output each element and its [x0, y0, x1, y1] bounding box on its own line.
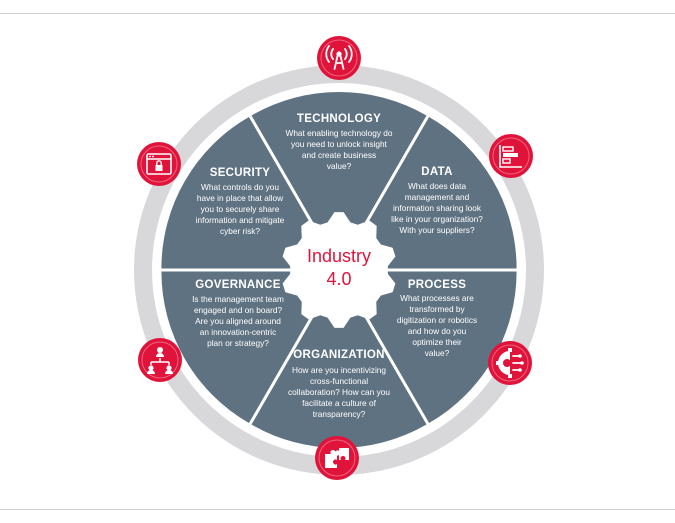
segment-text-line: and create business	[302, 150, 376, 160]
segment-text-line: optimize their	[412, 337, 462, 347]
segment-text-line: Are you aligned around	[195, 316, 281, 326]
segment-text-line: What enabling technology do	[285, 128, 392, 138]
segment-text-line: cross-functional	[310, 376, 368, 386]
segment-text-line: you to securely share	[201, 204, 280, 214]
segment-organization: ORGANIZATION How are you incentivizing c…	[288, 349, 390, 419]
segment-wedge-organization	[251, 273, 427, 448]
segment-text-line: engaged and on board?	[194, 305, 283, 315]
segment-text-line: What controls do you	[201, 182, 279, 192]
segment-text-line: transparency?	[313, 409, 366, 419]
org-chart-icon	[138, 338, 182, 382]
bottom-divider	[0, 509, 675, 510]
segment-wedge-technology	[251, 91, 427, 267]
segment-text-line: value?	[327, 161, 352, 171]
robotic-gear-icon	[488, 341, 532, 385]
segment-text-line: value?	[425, 348, 450, 358]
segment-text-line: plan or strategy?	[207, 338, 269, 348]
center-title-line2: 4.0	[326, 269, 351, 289]
segment-text-line: What does data	[408, 181, 467, 191]
segment-title: ORGANIZATION	[293, 349, 385, 361]
segment-text-line: What processes are	[400, 293, 474, 303]
segment-governance: GOVERNANCE Is the management team engage…	[192, 279, 284, 348]
segment-text-line: have in place that allow	[197, 193, 284, 203]
segment-title: SECURITY	[210, 167, 271, 179]
segment-text-line: facilitate a culture of	[302, 398, 376, 408]
segment-wedge-governance	[161, 271, 337, 424]
segment-text-line: transformed by	[409, 304, 465, 314]
segment-process: PROCESS What processes are transformed b…	[397, 279, 477, 358]
segment-technology: TECHNOLOGY What enabling technology do y…	[285, 113, 392, 171]
segment-text-line: How are you incentivizing	[292, 365, 386, 375]
segment-wedge-data	[341, 116, 517, 269]
segment-text-line: collaboration? How can you	[288, 387, 390, 397]
segment-text-line: cyber risk?	[220, 226, 260, 236]
segment-text-line: and how do you	[408, 326, 467, 336]
segment-title: TECHNOLOGY	[297, 113, 381, 125]
wireless-tower-icon	[317, 36, 361, 80]
segment-text-line: management and	[405, 192, 470, 202]
data-bars-icon	[489, 134, 533, 178]
segment-wedge-security	[161, 116, 337, 269]
segment-text-line: digitization or robotics	[397, 315, 477, 325]
top-divider	[0, 13, 675, 14]
segment-text-line: an innovation-centric	[200, 327, 277, 337]
segment-wedge-process	[341, 271, 517, 424]
segment-text-line: information and mitigate	[196, 215, 285, 225]
secure-browser-icon	[137, 142, 181, 186]
puzzle-pieces-icon	[315, 436, 359, 480]
segment-title: GOVERNANCE	[195, 279, 280, 291]
segment-text-line: you need to unlock insight	[291, 139, 388, 149]
segment-text-line: With your suppliers?	[399, 225, 475, 235]
center-title-line1: Industry	[307, 246, 371, 266]
segment-text-line: Is the management team	[192, 294, 284, 304]
segment-data: DATA What does data management and infor…	[391, 166, 483, 235]
segment-text-line: like in your organization?	[391, 214, 483, 224]
segment-security: SECURITY What controls do you have in pl…	[196, 167, 285, 236]
segment-title: PROCESS	[408, 279, 466, 291]
center-gear	[282, 212, 396, 328]
segment-text-line: information sharing look	[393, 203, 482, 213]
segment-title: DATA	[421, 166, 452, 178]
